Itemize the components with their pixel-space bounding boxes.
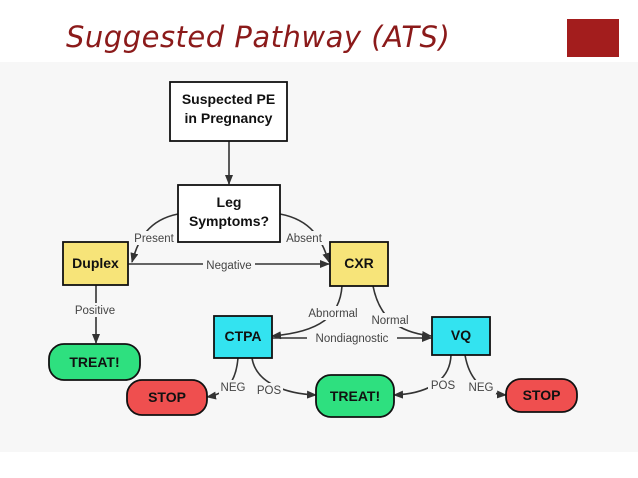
node-duplex-label: Duplex — [72, 255, 119, 271]
edge-label-normal: Normal — [371, 315, 408, 327]
edge-label-pos-ctpa: POS — [257, 385, 282, 397]
node-suspected-pe-line-2: in Pregnancy — [185, 110, 273, 126]
edge-label-neg-ctpa: NEG — [221, 382, 246, 394]
node-stop-left-label: STOP — [148, 389, 186, 405]
edge-label-negative: Negative — [206, 260, 251, 272]
edge-cxr-to-vq — [372, 285, 432, 339]
slide-title: Suggested Pathway (ATS) — [66, 20, 451, 54]
nodes: Suspected PE in Pregnancy Leg Symptoms? … — [48, 81, 578, 418]
edge-labels: Present Absent Negative Positive Abnorma… — [70, 231, 496, 397]
node-ctpa: CTPA — [213, 315, 273, 359]
node-duplex: Duplex — [62, 241, 129, 286]
node-treat-center-label: TREAT! — [330, 388, 380, 404]
node-suspected-pe-line-1: Suspected PE — [182, 91, 275, 107]
edge-label-absent: Absent — [286, 233, 323, 245]
node-stop-right-label: STOP — [523, 387, 561, 403]
node-vq-label: VQ — [451, 327, 471, 343]
edge-label-neg-vq: NEG — [469, 382, 494, 394]
edge-label-present: Present — [134, 233, 174, 245]
edge-label-nondiagnostic: Nondiagnostic — [316, 333, 389, 345]
edges — [92, 141, 507, 400]
node-cxr-label: CXR — [344, 255, 374, 271]
node-treat-left: TREAT! — [48, 343, 141, 381]
node-stop-left: STOP — [126, 379, 208, 416]
edge-label-pos-vq: POS — [431, 380, 456, 392]
node-treat-left-label: TREAT! — [69, 354, 119, 370]
node-treat-center: TREAT! — [315, 374, 395, 418]
node-leg-symptoms-line-2: Symptoms? — [189, 213, 269, 229]
edge-label-positive: Positive — [75, 305, 115, 317]
node-leg-symptoms: Leg Symptoms? — [177, 184, 281, 243]
node-stop-right: STOP — [505, 378, 578, 413]
node-leg-symptoms-line-1: Leg — [217, 194, 242, 210]
node-vq: VQ — [431, 316, 491, 356]
edge-label-abnormal: Abnormal — [308, 308, 357, 320]
node-cxr: CXR — [329, 241, 389, 287]
accent-square — [567, 19, 619, 57]
node-ctpa-label: CTPA — [224, 328, 261, 344]
node-suspected-pe: Suspected PE in Pregnancy — [169, 81, 288, 142]
